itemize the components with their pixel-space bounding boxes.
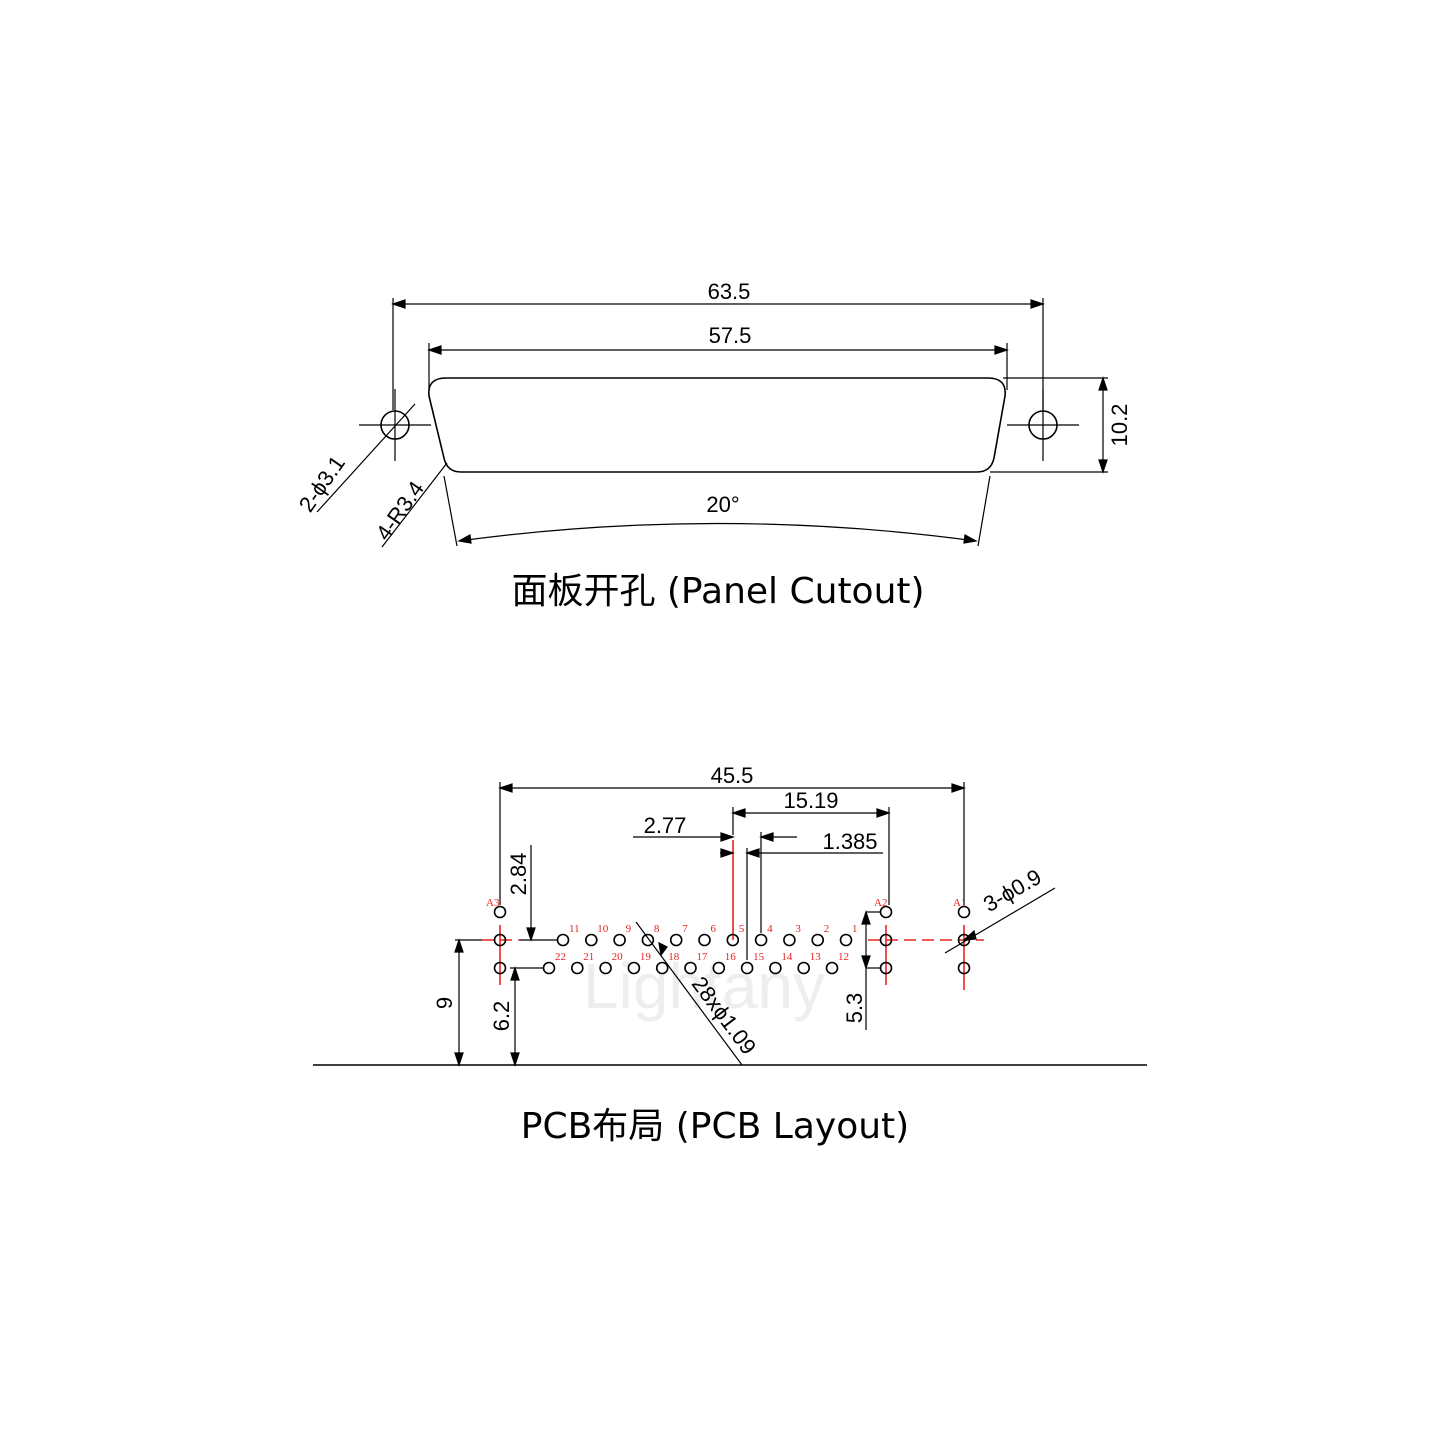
pcb-layout-caption: PCB布局 (PCB Layout) xyxy=(521,1106,909,1147)
dim-45-5-lines xyxy=(498,782,966,905)
dim-2-84: 2.84 xyxy=(506,853,531,896)
pin-label-2: 2 xyxy=(824,923,830,935)
hole-center-marks xyxy=(359,389,1079,461)
pin-label-22: 22 xyxy=(555,951,566,963)
dim-5-3: 5.3 xyxy=(842,993,867,1024)
pin-hole-7 xyxy=(669,933,683,947)
pin-label-11: 11 xyxy=(569,923,580,935)
pin-label-16: 16 xyxy=(725,951,737,963)
panel-cutout-view: 63.5 57.5 10.2 20° xyxy=(294,279,1132,612)
pin-label-6: 6 xyxy=(711,923,717,935)
dim-3-holes: 3-ϕ0.9 xyxy=(979,864,1046,917)
dim-6-2-lines xyxy=(510,966,543,1067)
pin-label-4: 4 xyxy=(767,923,773,935)
dim-9-lines xyxy=(454,938,482,1067)
pin-hole-3 xyxy=(783,933,796,947)
dim-20-degree: 20° xyxy=(706,492,739,517)
pin-hole-18 xyxy=(655,961,669,975)
dim-3-holes-leader xyxy=(944,887,1056,954)
pin-hole-9 xyxy=(613,933,626,947)
pin-label-21: 21 xyxy=(583,951,594,963)
pin-hole-19 xyxy=(627,961,641,975)
pin-label-9: 9 xyxy=(626,923,632,935)
dim-9: 9 xyxy=(432,997,457,1009)
dim-2-84-lines xyxy=(520,845,557,942)
cutout-outline xyxy=(428,377,1006,473)
pin-label-17: 17 xyxy=(697,951,709,963)
dim-45-5: 45.5 xyxy=(711,763,754,788)
pin-label-20: 20 xyxy=(612,951,624,963)
dim-6-2: 6.2 xyxy=(489,1001,514,1032)
pin-hole-16 xyxy=(712,961,726,975)
pin-hole-22 xyxy=(542,961,556,975)
pin-label-18: 18 xyxy=(668,951,680,963)
pin-hole-11 xyxy=(556,933,570,947)
pin-label-8: 8 xyxy=(654,923,660,935)
pin-hole-21 xyxy=(570,961,584,975)
pin-hole-6 xyxy=(698,933,711,947)
pin-label-12: 12 xyxy=(838,951,849,963)
pin-hole-8 xyxy=(641,933,655,947)
dim-4-radius: 4-R3.4 xyxy=(371,476,429,544)
dim-1-385: 1.385 xyxy=(822,829,877,854)
dim-63-5: 63.5 xyxy=(708,279,751,304)
pin-hole-1 xyxy=(839,933,853,947)
pin-label-19: 19 xyxy=(640,951,652,963)
coax-label-a2: A2 xyxy=(874,897,887,909)
dim-63-5-lines xyxy=(391,298,1045,410)
pin-hole-4 xyxy=(754,933,768,947)
pin-label-3: 3 xyxy=(795,923,801,935)
dim-20-degree-lines xyxy=(443,475,991,547)
watermark: Lightany xyxy=(583,950,825,1022)
pin-hole-5 xyxy=(726,933,740,947)
pin-label-1: 1 xyxy=(852,923,858,935)
panel-cutout-caption: 面板开孔 (Panel Cutout) xyxy=(511,571,924,612)
hole-and-radius-leaders xyxy=(316,403,448,548)
pin-hole-12 xyxy=(825,961,839,975)
pin-hole-20 xyxy=(599,961,612,975)
dim-5-3-lines xyxy=(861,910,881,1030)
dim-57-5: 57.5 xyxy=(709,323,752,348)
pin-hole-17 xyxy=(684,961,697,975)
pcb-layout-view: Lightany A3 A2 A1 11 10 9 8 7 xyxy=(313,763,1147,1147)
dim-15-19: 15.19 xyxy=(783,788,838,813)
pin-hole-14 xyxy=(769,961,782,975)
pin-label-5: 5 xyxy=(739,923,745,935)
dim-10-2: 10.2 xyxy=(1107,404,1132,447)
pin-hole-2 xyxy=(811,933,825,947)
pin-label-13: 13 xyxy=(810,951,822,963)
pin-label-15: 15 xyxy=(753,951,765,963)
signal-pin-holes xyxy=(542,933,853,975)
coax-holes xyxy=(493,905,971,975)
coax-label-a1: A1 xyxy=(953,897,966,909)
dim-15-19-lines xyxy=(731,807,891,905)
dim-2-77: 2.77 xyxy=(644,813,687,838)
coax-label-a3: A3 xyxy=(486,897,500,909)
pin-label-7: 7 xyxy=(682,923,688,935)
dim-2-77-lines xyxy=(633,832,797,933)
pin-hole-10 xyxy=(584,933,598,947)
dim-28-holes-leader xyxy=(635,921,743,1066)
dim-1-385-lines xyxy=(720,848,883,960)
pin-hole-15 xyxy=(740,961,754,975)
pin-label-10: 10 xyxy=(597,923,609,935)
dim-10-2-lines xyxy=(990,376,1108,474)
pin-label-14: 14 xyxy=(781,951,793,963)
pin-hole-13 xyxy=(797,961,811,975)
dim-57-5-lines xyxy=(427,343,1009,390)
